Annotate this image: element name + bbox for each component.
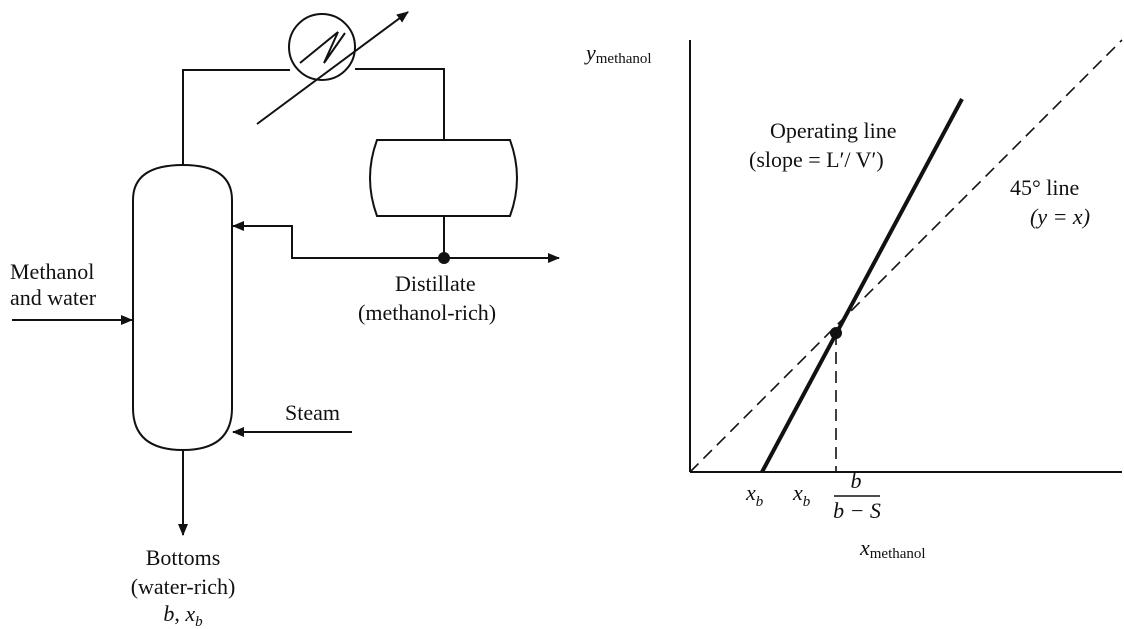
steam-label: Steam: [285, 400, 340, 425]
overhead-vapor-line: [182, 69, 290, 165]
reflux-drum: [369, 139, 518, 217]
x-axis-label: xmethanol: [859, 535, 926, 562]
tick-label-xb-b-over-b-minus-s: xb b b − S: [792, 468, 881, 523]
reflux-stream-arrow: [232, 221, 444, 259]
diagonal-45-line: [689, 39, 1123, 473]
distillate-label-line1: Distillate: [395, 271, 476, 296]
condensate-line: [355, 68, 445, 140]
condenser-coil-icon: [299, 31, 346, 64]
diagonal-line-title: 45° line: [1010, 175, 1079, 200]
cooling-arrow-icon: [256, 11, 409, 125]
distillation-column: [132, 163, 233, 452]
operating-line-title: Operating line: [770, 118, 896, 143]
operating-line-plot: ymethanol Operating line (slope = L′/ V′…: [584, 39, 1123, 562]
condenser: [288, 13, 356, 81]
operating-line-slope: (slope = L′/ V′): [749, 147, 884, 172]
bottoms-label-line3: b, xb: [163, 601, 203, 629]
bottoms-label-line1: Bottoms: [146, 545, 221, 570]
svg-text:b − S: b − S: [833, 498, 881, 523]
svg-text:b: b: [851, 468, 862, 493]
bottoms-label-line2: (water-rich): [131, 574, 236, 599]
tick-label-xb: xb: [745, 480, 764, 510]
svg-text:xb: xb: [792, 480, 811, 510]
diagonal-line-equation: (y = x): [1030, 204, 1090, 229]
flowsheet: Methanol and water Steam Distillate (met…: [10, 11, 560, 629]
distillate-label-line2: (methanol-rich): [358, 300, 496, 325]
operating-line: [760, 98, 964, 473]
feed-label-line2: and water: [10, 285, 97, 310]
y-axis-label: ymethanol: [584, 40, 652, 67]
feed-label-line1: Methanol: [10, 259, 94, 284]
